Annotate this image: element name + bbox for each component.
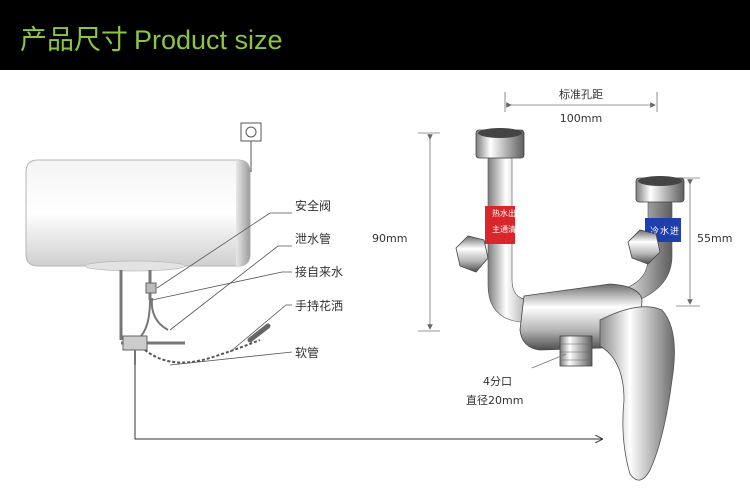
spacing-value: 100mm bbox=[560, 112, 602, 125]
hot-tag-char-1: 水 bbox=[500, 208, 508, 218]
hot-tag-char-2: 出 bbox=[508, 208, 516, 218]
hot-tag-char-5: 清 bbox=[508, 224, 516, 234]
title-english: Product size bbox=[134, 25, 283, 55]
height-right-value: 55mm bbox=[697, 232, 732, 245]
faucet-illustration: 标准孔距 100mm 90mm 55mm 热 水 出 主 bbox=[372, 87, 732, 481]
shower-hose bbox=[144, 339, 261, 364]
label-hose: 软管 bbox=[295, 345, 319, 360]
label-water-inlet: 接自来水 bbox=[295, 264, 343, 279]
connector-label: 4分口 bbox=[483, 375, 512, 388]
spacing-dimension: 标准孔距 100mm bbox=[504, 87, 658, 125]
label-safety-valve: 安全阀 bbox=[295, 198, 331, 213]
right-hex-nut bbox=[627, 229, 661, 265]
height-left-value: 90mm bbox=[372, 232, 407, 245]
label-drain-pipe: 泄水管 bbox=[295, 231, 331, 246]
wall-socket-icon bbox=[240, 122, 262, 172]
water-heater-illustration: 安全阀 泄水管 接自来水 手持花洒 软管 bbox=[25, 122, 602, 439]
height-dimension-left: 90mm bbox=[372, 132, 440, 332]
leader-lines bbox=[151, 212, 293, 366]
connection-arrow bbox=[134, 365, 602, 439]
hot-tag-char-3: 主 bbox=[492, 224, 500, 234]
cold-tag-char-0: 冷 bbox=[650, 225, 659, 237]
height-dimension-right: 55mm bbox=[676, 177, 732, 307]
left-hex-nut bbox=[455, 235, 489, 273]
label-hand-shower: 手持花洒 bbox=[295, 298, 343, 313]
title-chinese: 产品尺寸 bbox=[20, 25, 128, 56]
heater-tank bbox=[25, 159, 251, 272]
spacing-title: 标准孔距 bbox=[559, 87, 603, 101]
heater-pipes bbox=[119, 270, 185, 365]
hot-tag-char-0: 热 bbox=[492, 208, 500, 218]
hot-tag bbox=[485, 206, 515, 244]
connector-diameter: 直径20mm bbox=[466, 393, 523, 407]
hot-tag-char-4: 通 bbox=[500, 224, 508, 234]
cold-tag-char-2: 进 bbox=[670, 226, 679, 237]
connector-leader bbox=[531, 353, 567, 369]
cold-tag-char-1: 水 bbox=[660, 225, 669, 237]
hot-inlet-pipe: 热 水 出 主 通 清 bbox=[475, 128, 549, 323]
lever-handle[interactable] bbox=[599, 306, 675, 481]
hand-shower-icon bbox=[247, 323, 271, 343]
